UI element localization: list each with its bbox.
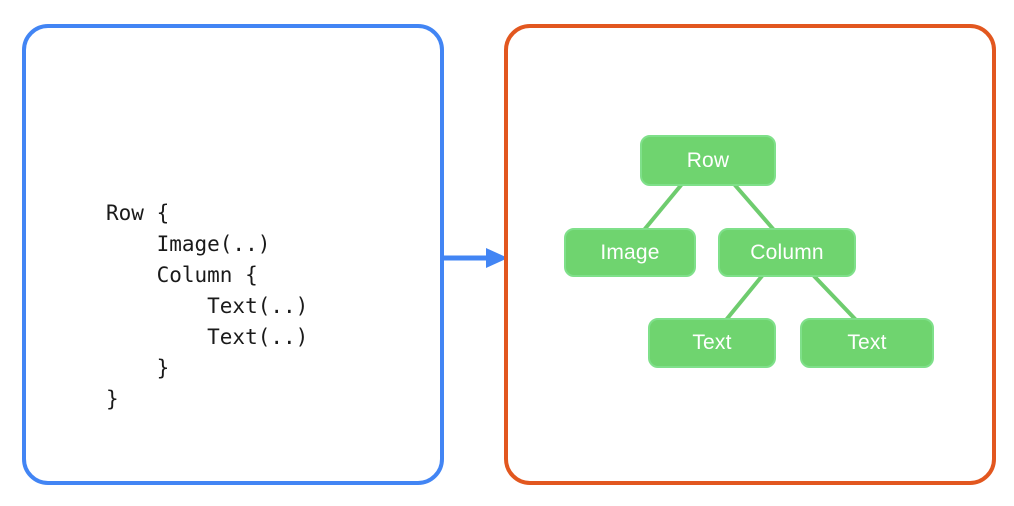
tree-node-column[interactable]: Column: [718, 228, 856, 277]
tree-node-row[interactable]: Row: [640, 135, 776, 186]
arrow-head: [486, 248, 508, 268]
tree-node-image[interactable]: Image: [564, 228, 696, 277]
code-snippet: Row { Image(..) Column { Text(..) Text(.…: [106, 201, 309, 411]
tree-node-text-2[interactable]: Text: [800, 318, 934, 368]
code-panel: Row { Image(..) Column { Text(..) Text(.…: [22, 24, 444, 485]
edge-column-text2: [812, 274, 858, 322]
tree-node-text-1[interactable]: Text: [648, 318, 776, 368]
tree-edges: [642, 182, 858, 322]
edge-row-image: [642, 182, 684, 232]
edge-column-text1: [724, 274, 764, 322]
edge-row-column: [732, 182, 776, 232]
ui-tree: Row Image Column Text Text: [504, 24, 996, 485]
flow-arrow: [440, 248, 508, 268]
